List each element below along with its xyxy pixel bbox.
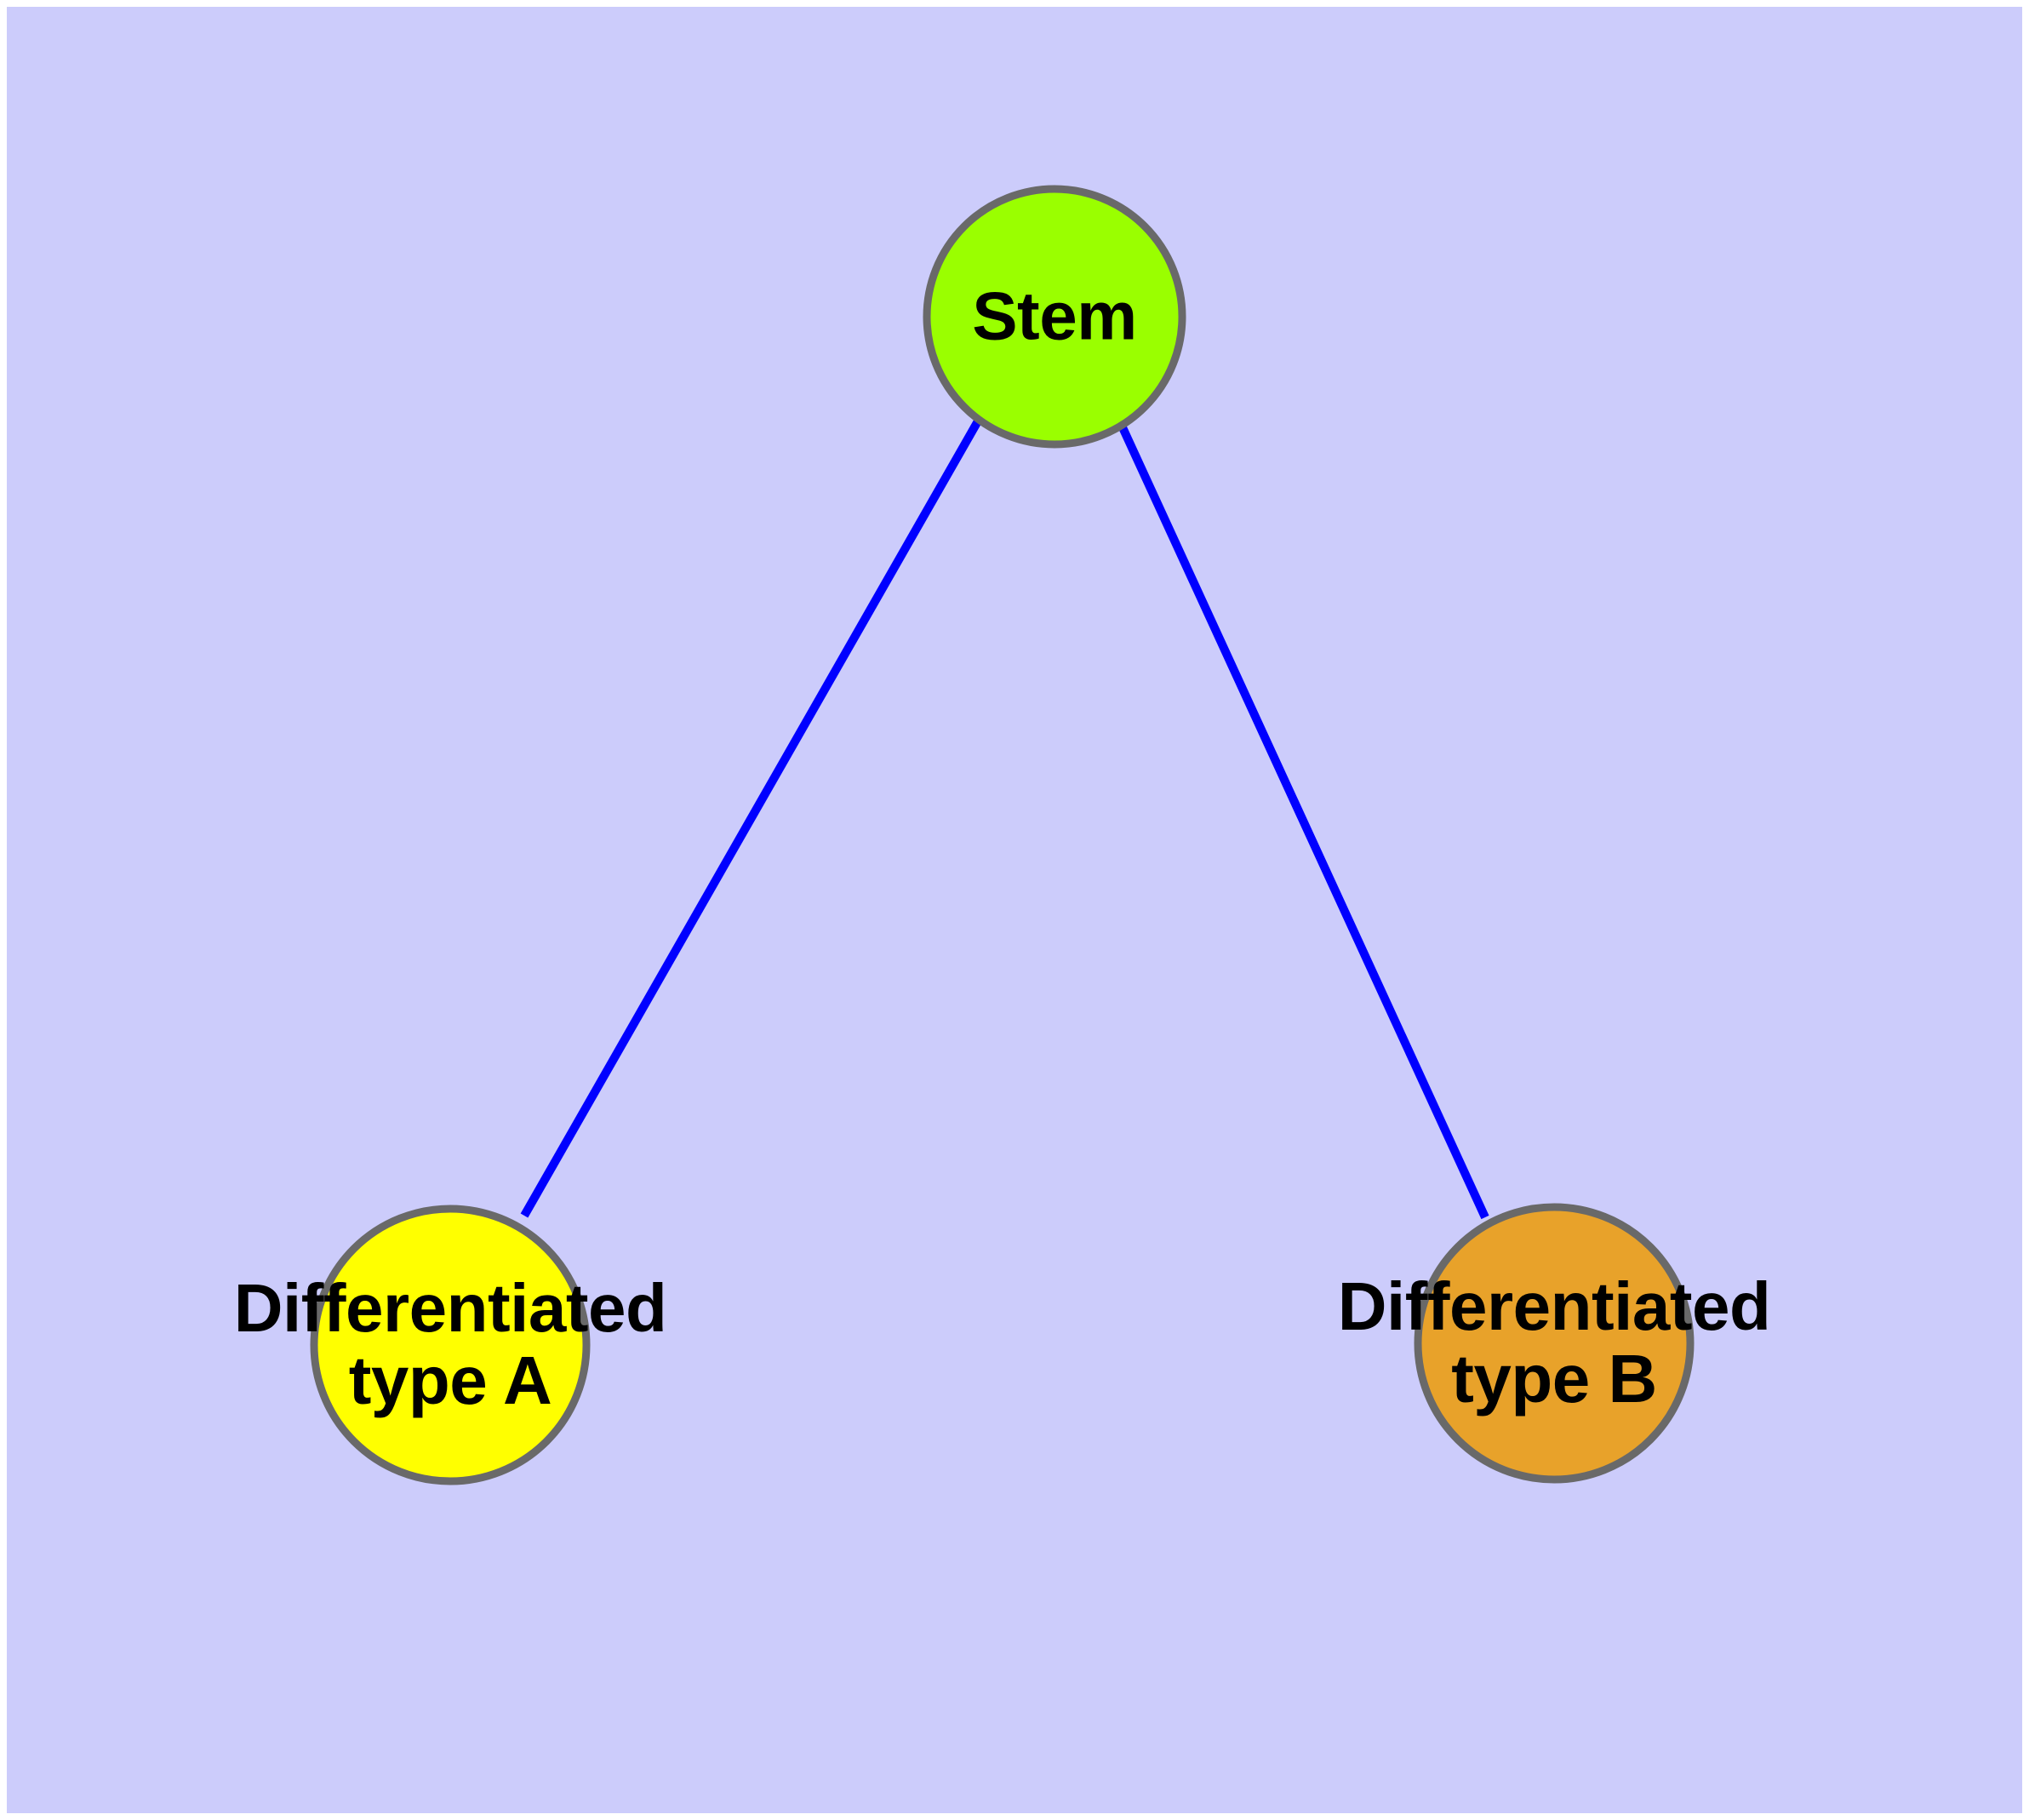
- edge-layer: [520, 417, 1489, 1220]
- node-differentiated-type-b[interactable]: [1414, 1203, 1695, 1484]
- node-stem[interactable]: [923, 185, 1186, 449]
- node-layer: [310, 185, 1695, 1485]
- edge-stem-to-differentiated-type-a[interactable]: [520, 417, 983, 1218]
- edge-stem-to-differentiated-type-b[interactable]: [1117, 423, 1489, 1220]
- node-differentiated-type-a[interactable]: [310, 1205, 591, 1485]
